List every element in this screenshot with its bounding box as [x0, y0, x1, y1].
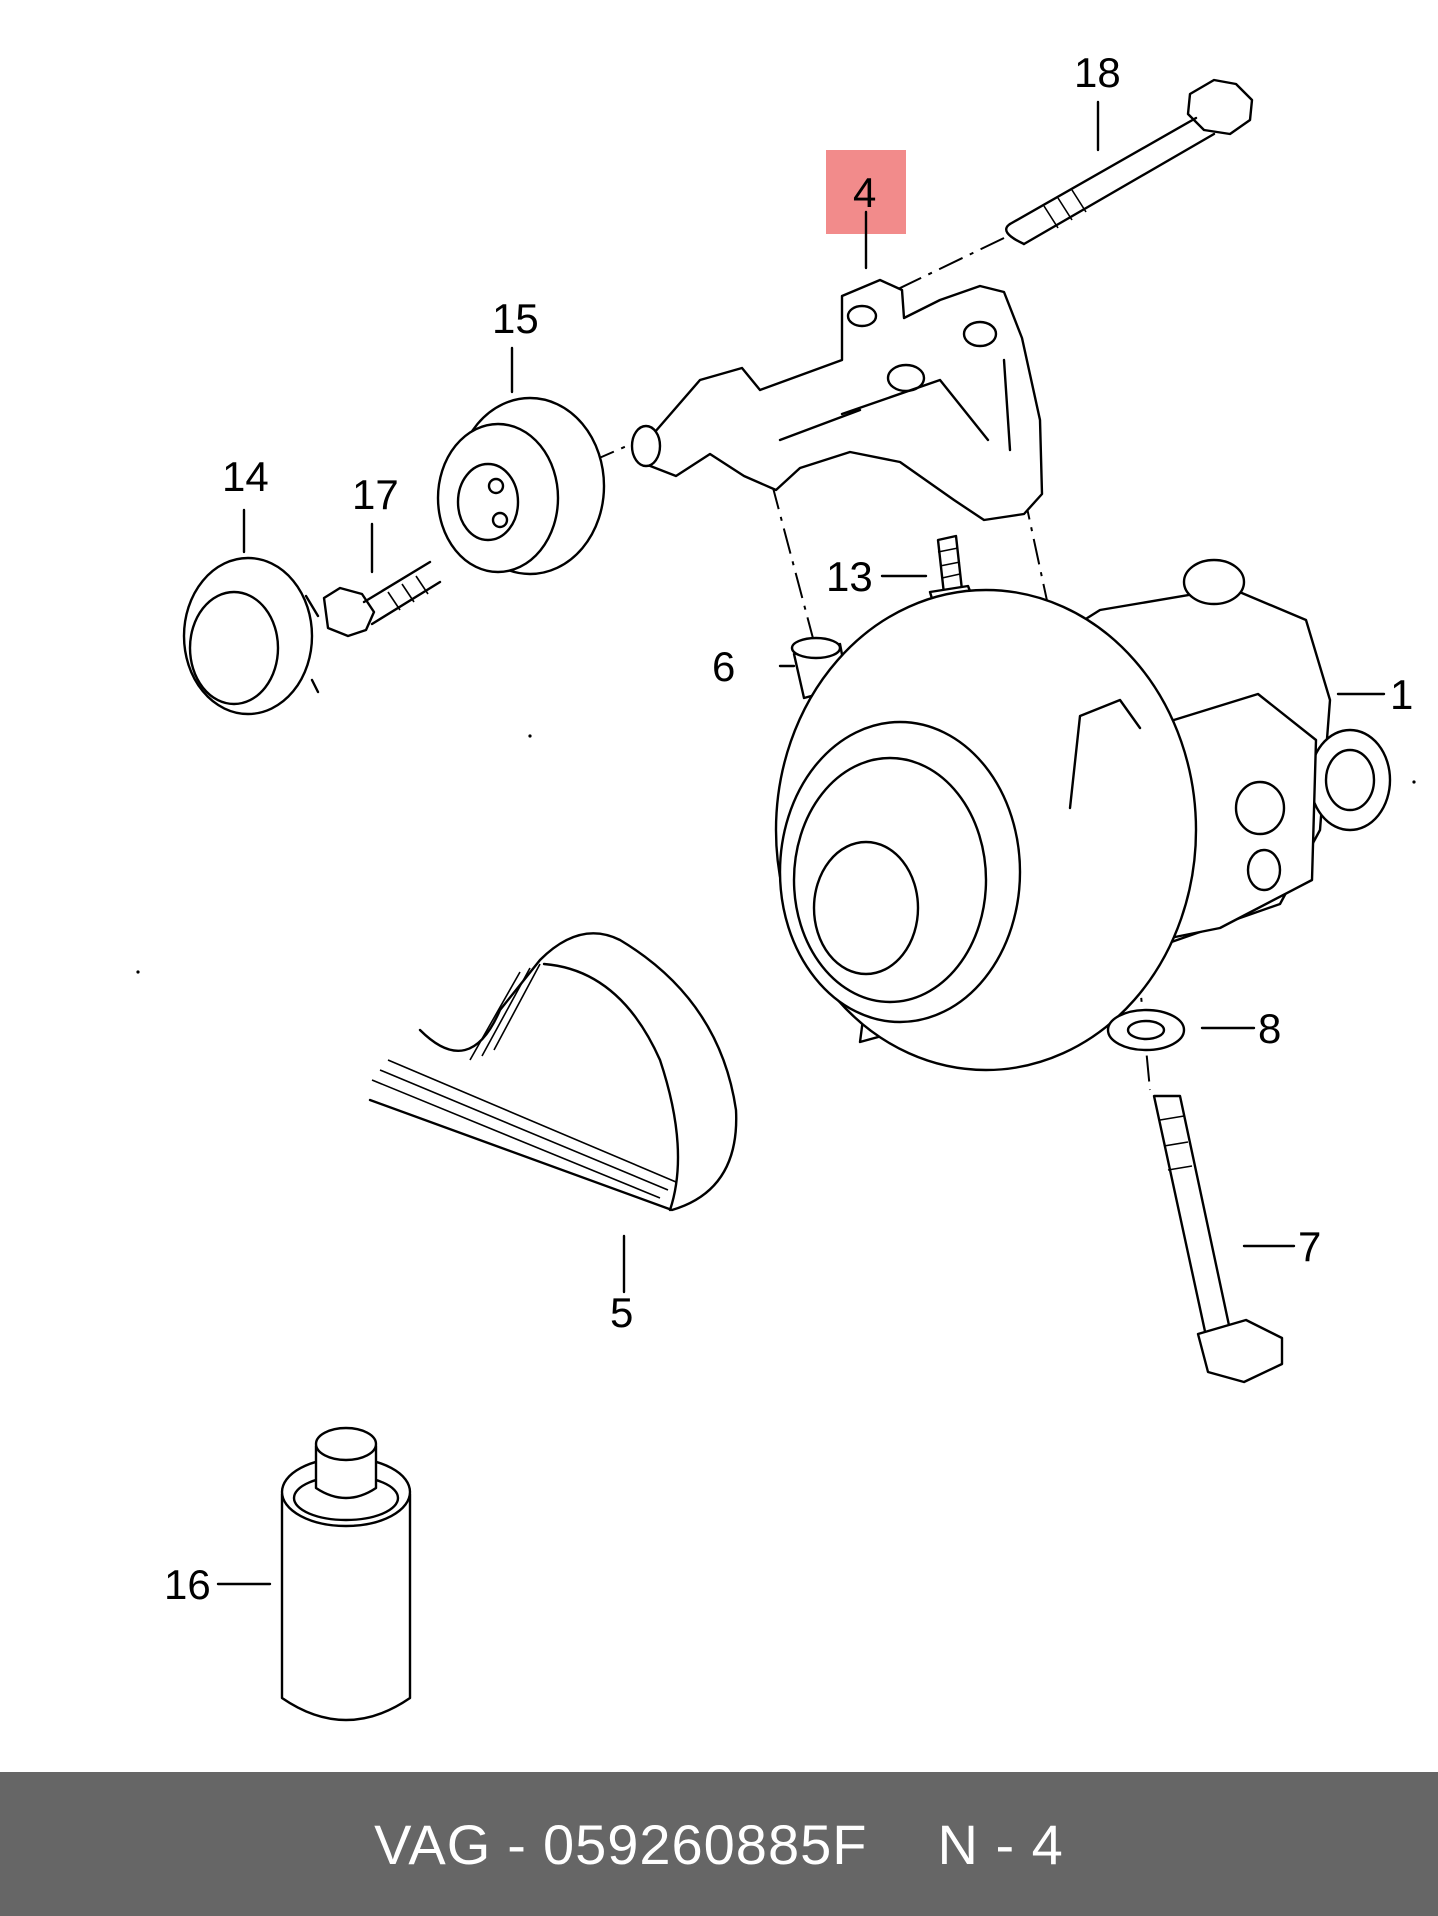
part-label-1: 1	[1390, 671, 1414, 718]
part-label-6: 6	[712, 643, 736, 690]
bolt-17	[322, 560, 442, 638]
part-label-18: 18	[1074, 49, 1121, 96]
bushing-14	[280, 1426, 412, 1722]
washer-8	[1106, 1008, 1186, 1052]
diagram-dots	[136, 734, 1416, 974]
bracket-4	[630, 278, 1044, 522]
bolt-18	[1005, 78, 1254, 246]
part-label-7: 7	[1298, 1223, 1322, 1270]
footer-brand: VAG	[374, 1812, 492, 1876]
belt-5	[368, 932, 738, 1212]
bolt-7	[1152, 1094, 1284, 1384]
part-label-17: 17	[352, 471, 399, 518]
part-label-16: 15	[492, 295, 539, 342]
part-label-4: 4	[853, 169, 877, 216]
footer-position-code: N - 4	[937, 1812, 1064, 1876]
pulley-16	[436, 396, 606, 576]
part-label-13: 13	[826, 553, 873, 600]
footer-bar: VAG - 059260885F N - 4	[0, 1772, 1438, 1916]
footer-separator: -	[507, 1812, 527, 1876]
footer-part-number: 059260885F	[542, 1812, 868, 1876]
compressor-1	[774, 558, 1392, 1072]
part-label-15: 14	[222, 453, 269, 500]
part-label-5: 5	[610, 1289, 634, 1336]
part-label-14: 16	[164, 1561, 211, 1608]
exploded-parts-diagram	[136, 78, 1416, 1722]
cap-15	[182, 556, 320, 716]
part-label-8: 8	[1258, 1005, 1282, 1052]
leader-lines	[216, 100, 1386, 1586]
